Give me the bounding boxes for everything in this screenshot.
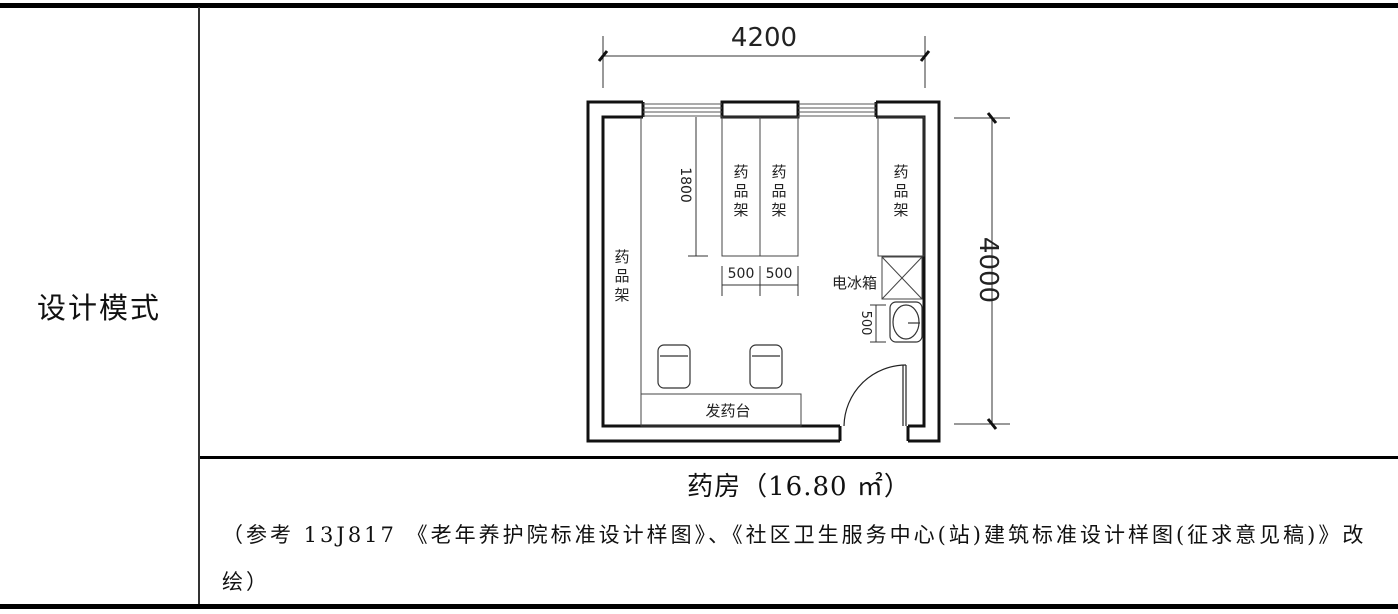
svg-text:药: 药 [733,163,748,181]
svg-text:品: 品 [733,182,748,200]
column-divider [198,7,200,605]
svg-text:品: 品 [771,182,786,200]
room-caption-title: 药房（16.80 ㎡） [687,472,911,502]
sink [889,301,923,343]
table-top-rule [0,3,1398,8]
dimension-width [597,36,931,88]
svg-text:架: 架 [893,201,908,219]
svg-text:架: 架 [614,286,629,304]
room-caption-note: （参考 13J817 《老年养护院标准设计样图》、《社区卫生服务中心(站)建筑标… [222,523,1367,594]
row-divider [200,456,1398,459]
dimension-width-label: 4200 [731,23,797,53]
dimension-depth-label: 4000 [973,237,1003,303]
svg-text:药: 药 [614,248,629,266]
door [843,364,907,427]
shelf-right [877,116,925,257]
refrigerator [881,256,923,300]
row-label: 设计模式 [36,291,161,325]
dimension-sink-label: 500 [858,311,873,336]
svg-text:药: 药 [893,163,908,181]
dimension-shelf-widths [721,266,799,296]
shelf-center [721,116,799,257]
windows [643,103,876,117]
svg-text:品: 品 [893,182,908,200]
dimension-depth [954,112,1010,430]
dispensing-counter [640,393,802,427]
floor-plan-drawing: 4200 4000 [586,23,1010,443]
dimension-shelf-width-left: 500 [728,266,755,282]
floor-plan: 4200 4000 [200,8,1398,456]
svg-text:架: 架 [733,201,748,219]
dimension-sink [870,304,886,343]
svg-text:架: 架 [771,201,786,219]
svg-text:药: 药 [771,163,786,181]
shelf-left-label-1: 药 [614,248,629,266]
chair [749,344,783,389]
dimension-shelf-depth [688,117,708,257]
row-label-cell: 设计模式 [0,8,198,604]
dispensing-counter-label: 发药台 [705,402,750,420]
dimension-shelf-depth-label: 1800 [677,167,693,203]
svg-text:品: 品 [614,267,629,285]
chair [657,344,691,389]
dimension-shelf-width-right: 500 [766,266,793,282]
refrigerator-label: 电冰箱 [832,274,877,292]
table-bottom-rule [0,604,1398,609]
